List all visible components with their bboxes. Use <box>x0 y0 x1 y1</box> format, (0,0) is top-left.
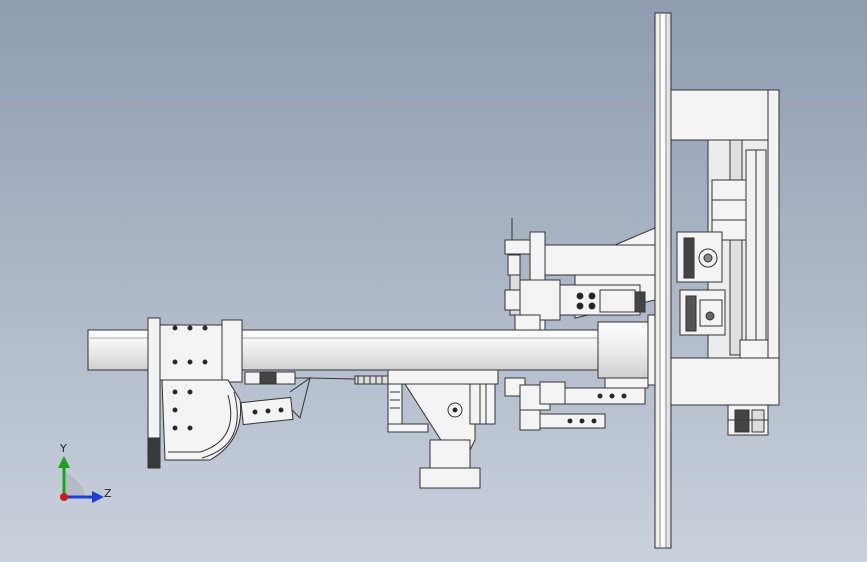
triad-plane <box>66 472 85 498</box>
mounting-disc <box>654 12 672 549</box>
clamp-cylinders <box>676 231 726 336</box>
z-axis-arrowhead <box>92 491 104 503</box>
y-axis-arrowhead <box>58 456 70 468</box>
left-holder <box>147 317 243 469</box>
spring-linkage <box>244 371 401 419</box>
coordinate-triad: Y Z <box>58 442 112 503</box>
z-axis-label: Z <box>104 487 112 500</box>
curved-clamp <box>161 379 294 461</box>
valve-cluster <box>504 218 656 333</box>
lower-bracket <box>387 369 499 489</box>
motor-block <box>727 404 769 436</box>
triad-origin <box>60 493 68 501</box>
y-axis-label: Y <box>59 442 67 455</box>
lower-cylinders <box>504 377 649 431</box>
